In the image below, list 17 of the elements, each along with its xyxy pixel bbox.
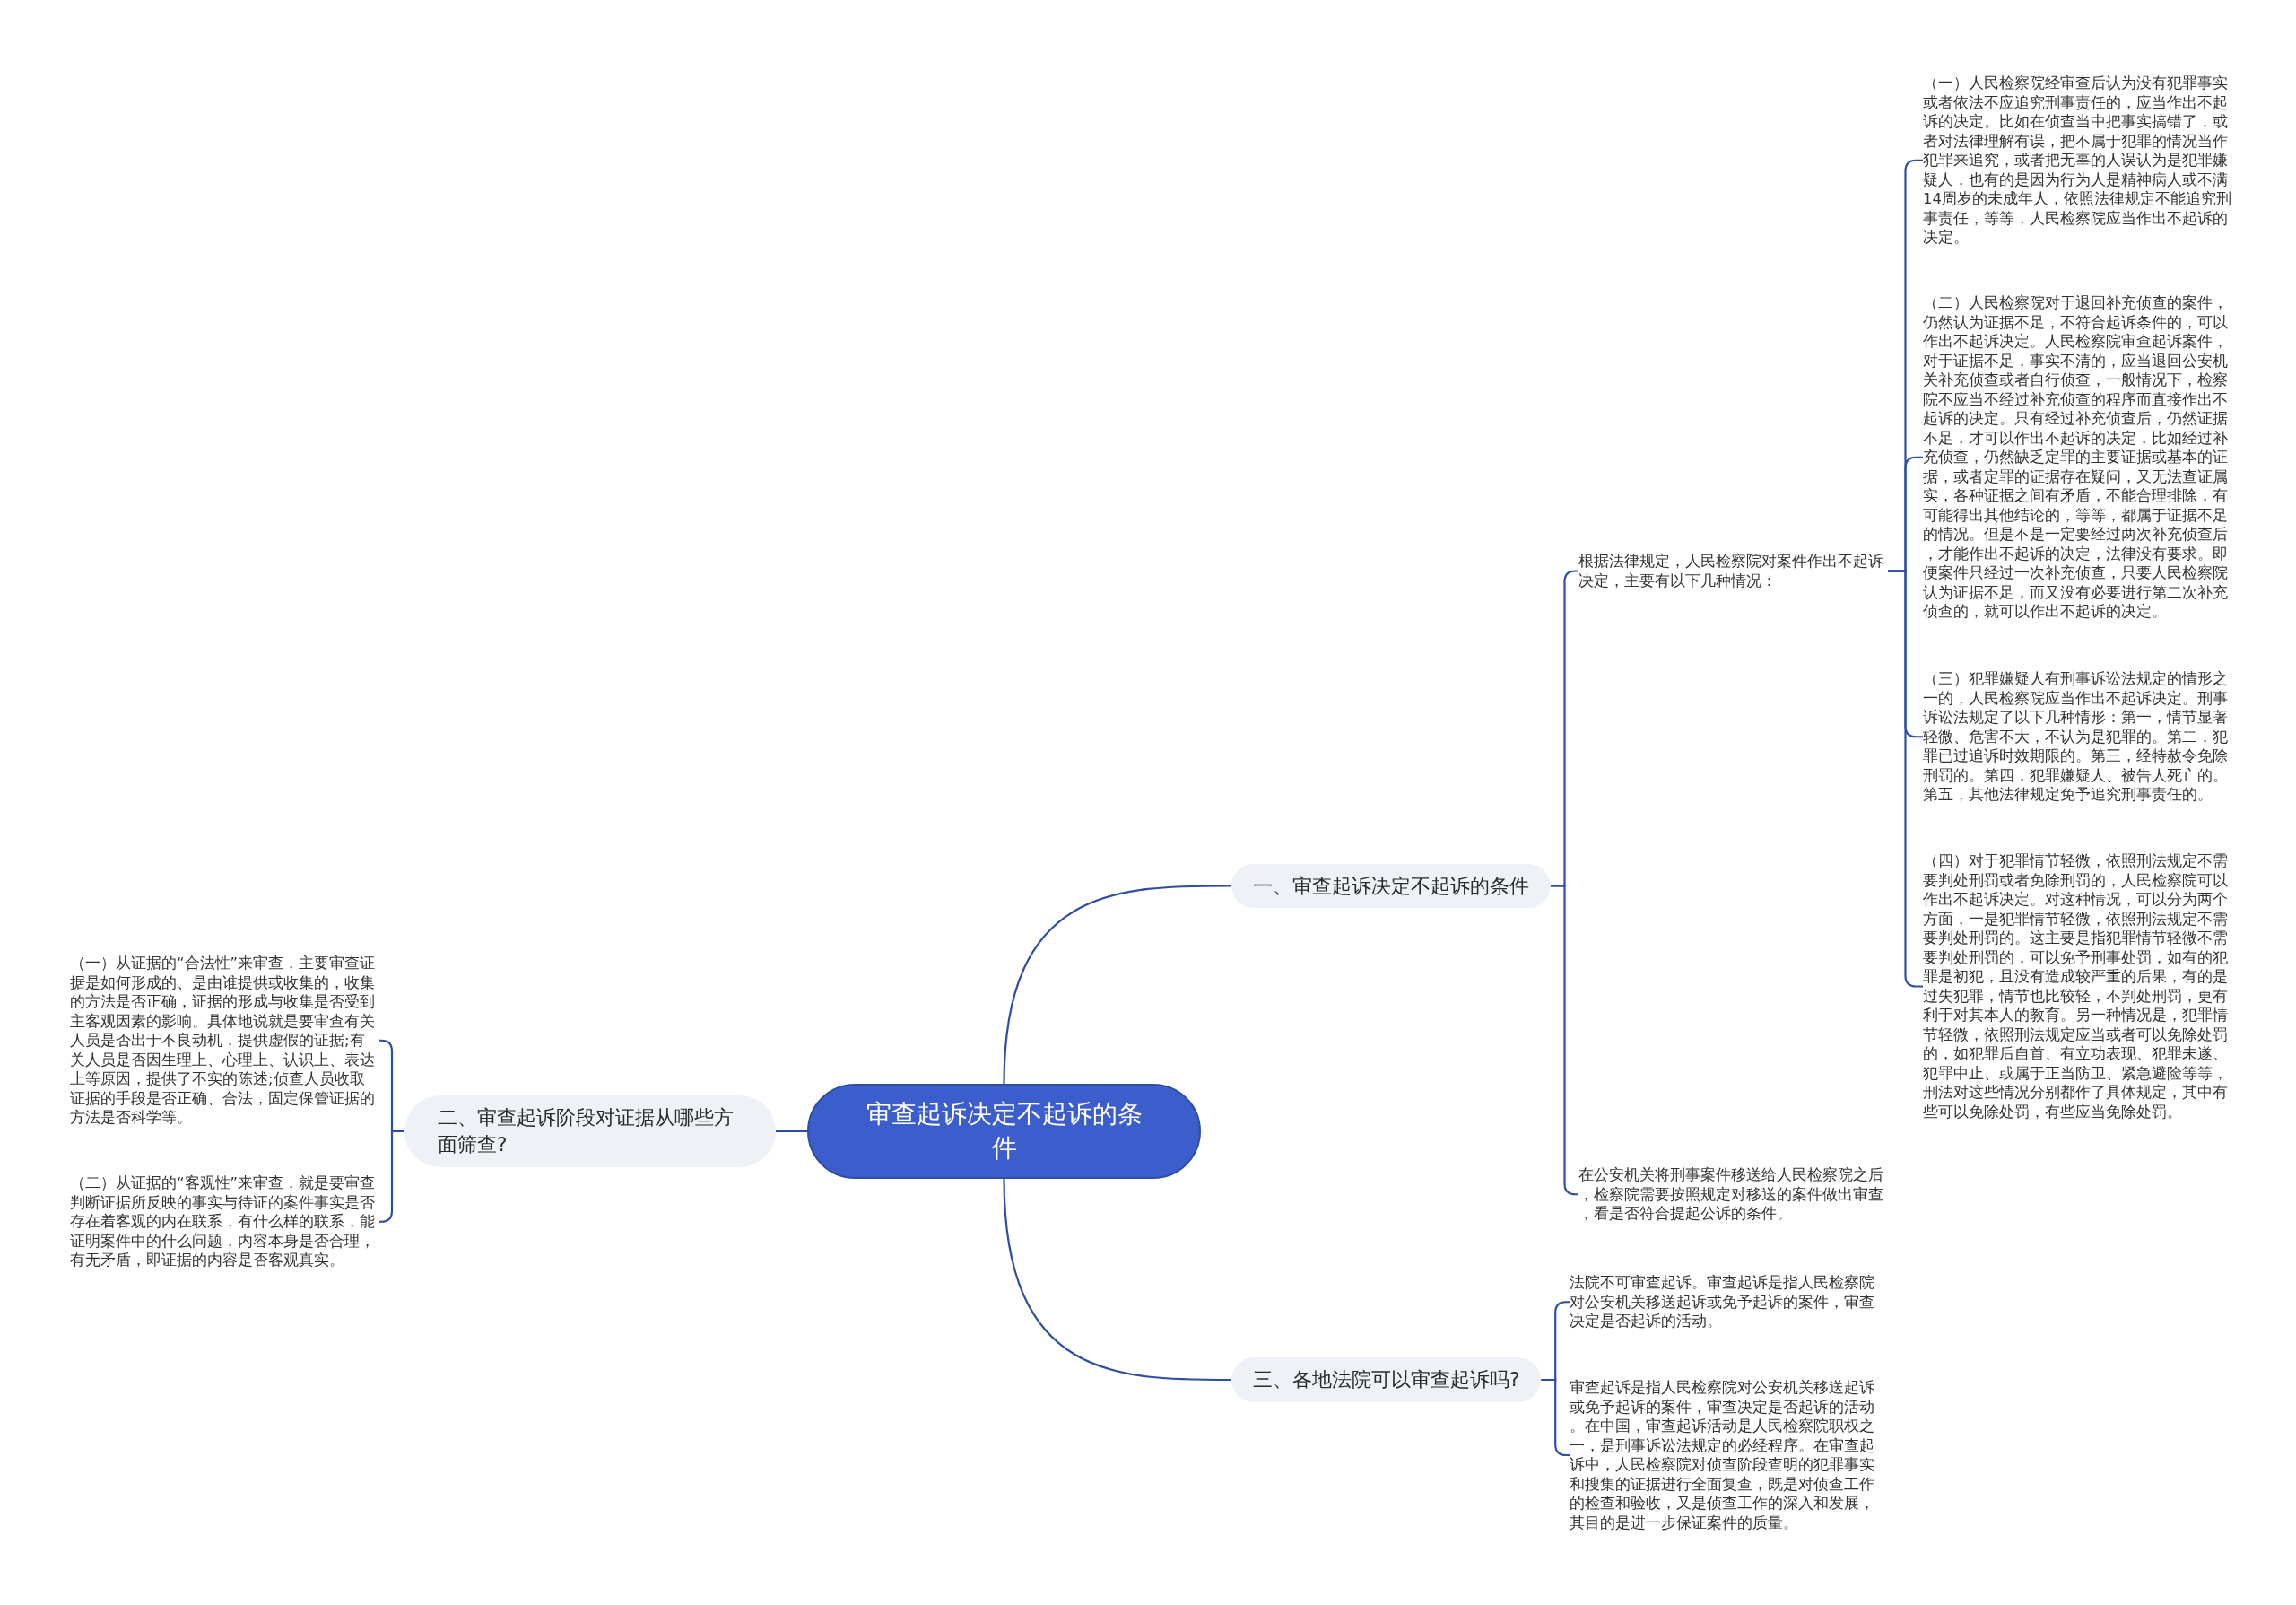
note-text: （二）从证据的“客观性”来审查，就是要审查判断证据所反映的事实与待证的案件事实是否存在着客观的内在联系，有什么样的联系，能证明案件中的什么问题，内容本身是否合理，有无矛盾，即证据的内容是否客观真实。	[70, 1173, 379, 1270]
central-topic: 审查起诉决定不起诉的条件	[807, 1084, 1201, 1179]
note-text: （二）人民检察院对于退回补充侦查的案件，仍然认为证据不足，不符合起诉条件的，可以作出不起诉决定。人民检察院审查起诉案件，对于证据不足，事实不清的，应当退回公安机关补充侦查或者自行侦查，一般情况下，检察院不应当不经过补充侦查的程序而直接作出不起诉的决定。只有经过补充侦查后，仍然证据不足，才可以作出不起诉的决定，比如经过补充侦查，仍然缺乏定罪的主要证据或基本的证据，或者定罪的证据存在疑问，又无法查证属实，各种证据之间有矛盾，不能合理排除，有可能得出其他结论的，等等，都属于证据不足的情况。但是不是一定要经过两次补充侦查后，才能作出不起诉的决定，法律没有要求。即便案件只经过一次补充侦查，只要人民检察院认为证据不足，而又没有必要进行第二次补充侦查的，就可以作出不起诉的决定。	[1923, 293, 2232, 622]
connector-line	[776, 1130, 807, 1133]
note-text: 根据法律规定，人民检察院对案件作出不起诉决定，主要有以下几种情况：	[1578, 552, 1888, 590]
note-text: 法院不可审查起诉。审查起诉是指人民检察院对公安机关移送起诉或免予起诉的案件，审查决定是否起诉的活动。	[1570, 1273, 1879, 1331]
branch-topic: 一、审查起诉决定不起诉的条件	[1231, 864, 1551, 908]
note-text: 审查起诉是指人民检察院对公安机关移送起诉或免予起诉的案件，审查决定是否起诉的活动。在中国，审查起诉活动是人民检察院职权之一，是刑事诉讼法规定的必经程序。在审查起诉中，人民检察院对侦查阶段查明的犯罪事实和搜集的证据进行全面复查，既是对侦查工作的检查和验收，又是侦查工作的深入和发展，其目的是进一步保证案件的质量。	[1570, 1378, 1879, 1532]
note-text: 在公安机关将刑事案件移送给人民检察院之后，检察院需要按照规定对移送的案件做出审查，看是否符合提起公诉的条件。	[1578, 1165, 1888, 1224]
connector-line	[1003, 885, 1231, 1085]
connector-line	[1003, 1178, 1231, 1382]
note-text: （一）从证据的“合法性”来审查，主要审查证据是如何形成的、是由谁提供或收集的，收集的方法是否正确，证据的形成与收集是否受到主客观因素的影响。具体地说就是要审查有关人员是否出于不良动机，提供虚假的证据;有关人员是否因生理上、心理上、认识上、表达上等原因，提供了不实的陈述;侦查人员收取证据的手段是否正确、合法，固定保管证据的方法是否科学等。	[70, 954, 379, 1128]
note-text: （一）人民检察院经审查后认为没有犯罪事实或者依法不应追究刑事责任的，应当作出不起诉的决定。比如在侦查当中把事实搞错了，或者对法律理解有误，把不属于犯罪的情况当作犯罪来追究，或者把无辜的人误认为是犯罪嫌疑人，也有的是因为行为人是精神病人或不满14周岁的未成年人，依照法律规定不能追究刑事责任，等等，人民检察院应当作出不起诉的决定。	[1923, 74, 2232, 248]
note-text: （三）犯罪嫌疑人有刑事诉讼法规定的情形之一的，人民检察院应当作出不起诉决定。刑事诉讼法规定了以下几种情形：第一，情节显著轻微、危害不大，不认为是犯罪的。第二，犯罪已过追诉时效期限的。第三，经特赦令免除刑罚的。第四，犯罪嫌疑人、被告人死亡的。第五，其他法律规定免予追究刑事责任的。	[1923, 669, 2232, 805]
branch-topic: 三、各地法院可以审查起诉吗?	[1231, 1357, 1542, 1402]
branch-topic: 二、审查起诉阶段对证据从哪些方面筛查?	[404, 1095, 776, 1167]
note-text: （四）对于犯罪情节轻微，依照刑法规定不需要判处刑罚或者免除刑罚的，人民检察院可以作出不起诉决定。对这种情况，可以分为两个方面，一是犯罪情节轻微，依照刑法规定不需要判处刑罚的。这主要是指犯罪情节轻微不需要判处刑罚的，可以免予刑事处罚，如有的犯罪是初犯，且没有造成较严重的后果，有的是过失犯罪，情节也比较轻，不判处刑罚，更有利于对其本人的教育。另一种情况是，犯罪情节轻微，依照刑法规定应当或者可以免除处罚的，如犯罪后自首、有立功表现、犯罪未遂、犯罪中止、或属于正当防卫、紧急避险等等，刑法对这些情况分别都作了具体规定，其中有些可以免除处罚，有些应当免除处罚。	[1923, 851, 2232, 1121]
